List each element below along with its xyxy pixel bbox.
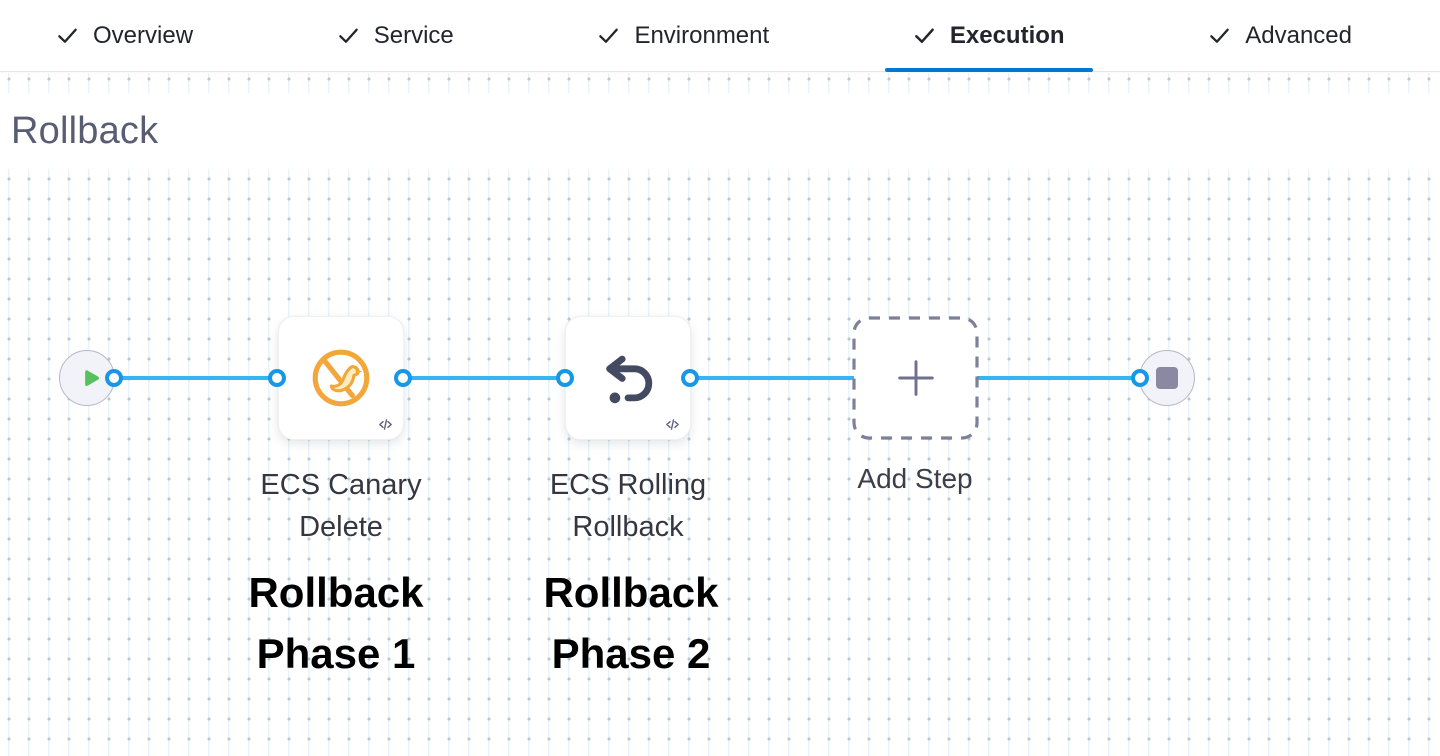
check-icon [56, 24, 79, 47]
plus-icon [889, 351, 943, 405]
tab-environment[interactable]: Environment [569, 0, 797, 71]
tab-overview[interactable]: Overview [28, 0, 221, 71]
annotation-rollback-phase-1: Rollback Phase 1 [248, 569, 424, 677]
port-step2-in[interactable] [556, 369, 574, 387]
ecs-canary-delete-icon [308, 345, 374, 411]
step-card-ecs-rolling-rollback[interactable] [565, 316, 691, 440]
end-node[interactable] [1139, 350, 1195, 406]
code-icon[interactable] [664, 416, 681, 433]
add-step-button[interactable] [852, 316, 979, 440]
add-step-label[interactable]: Add Step [857, 463, 973, 494]
step-name-label[interactable]: ECS Canary Delete [260, 469, 422, 543]
execution-rollback-canvas[interactable]: Rollback [0, 73, 1440, 756]
tab-label: Advanced [1245, 21, 1352, 49]
tab-label: Execution [949, 21, 1065, 49]
check-icon [597, 24, 620, 47]
step-card-ecs-canary-delete[interactable] [278, 316, 404, 440]
code-icon[interactable] [377, 416, 394, 433]
port-step2-out[interactable] [681, 369, 699, 387]
tab-label: Overview [93, 21, 194, 49]
annotation-rollback-phase-2: Rollback Phase 2 [543, 569, 719, 677]
tab-label: Service [373, 21, 454, 49]
check-icon [337, 24, 360, 47]
tab-service[interactable]: Service [309, 0, 482, 71]
stage-config-tabbar: Overview Service Environment Execution A… [0, 0, 1440, 72]
port-step1-in[interactable] [268, 369, 286, 387]
ecs-rolling-rollback-icon [597, 347, 659, 409]
check-icon [913, 24, 936, 47]
port-step1-out[interactable] [394, 369, 412, 387]
rollback-section-band: Rollback [0, 93, 1440, 169]
tab-label: Environment [634, 21, 770, 49]
step-name-label[interactable]: ECS Rolling Rollback [549, 469, 707, 543]
port-start-out[interactable] [105, 369, 123, 387]
tab-advanced[interactable]: Advanced [1180, 0, 1380, 71]
tab-execution[interactable]: Execution [884, 0, 1093, 72]
port-end-in[interactable] [1131, 369, 1149, 387]
start-node[interactable] [59, 350, 115, 406]
section-title: Rollback [11, 109, 159, 152]
stop-icon [1156, 367, 1178, 389]
check-icon [1208, 24, 1231, 47]
play-icon [77, 366, 102, 391]
